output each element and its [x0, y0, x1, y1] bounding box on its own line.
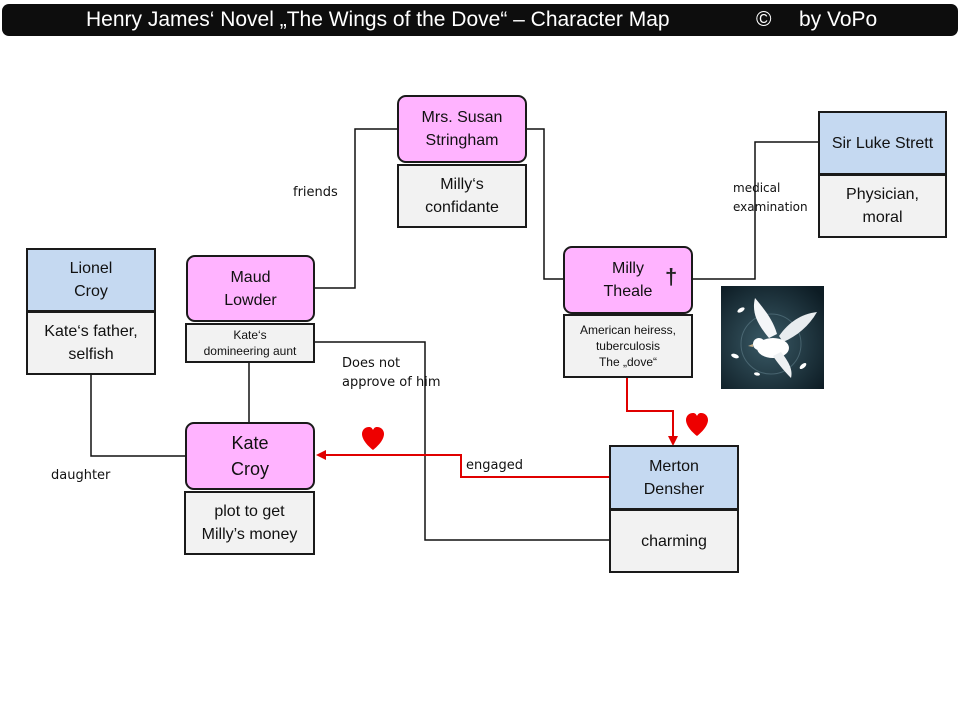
- merton-desc: charming: [641, 532, 707, 550]
- disapproval-label: Does not approve of him: [342, 356, 441, 390]
- friends-connector: [314, 128, 398, 289]
- lionel-name-box: Lionel Croy: [26, 248, 156, 312]
- copyright-icon: ©: [756, 8, 772, 31]
- luke-name-box: Sir Luke Strett: [818, 111, 947, 175]
- kate-desc: plot to get Milly’s money: [201, 503, 298, 543]
- daughter-label: daughter: [51, 468, 111, 483]
- white-dove-image: [721, 286, 824, 389]
- daughter-connector: [90, 374, 185, 457]
- stringham-name: Mrs. Susan Stringham: [421, 109, 503, 149]
- luke-name: Sir Luke Strett: [831, 134, 934, 152]
- luke-desc: Physician, moral: [846, 186, 919, 226]
- page-title: Henry James‘ Novel „The Wings of the Dov…: [86, 8, 670, 31]
- maud-desc-box: Kate‘s domineering aunt: [185, 323, 315, 363]
- kate-name: Kate Croy: [230, 433, 269, 479]
- stringham-name-box: Mrs. Susan Stringham: [397, 95, 527, 163]
- friends-label: friends: [293, 185, 338, 200]
- heart-icon: [362, 427, 384, 450]
- stringham-milly-connector: [526, 128, 564, 280]
- medical-label: medical examination: [733, 181, 808, 214]
- kate-desc-box: plot to get Milly’s money: [184, 491, 315, 555]
- maud-desc: Kate‘s domineering aunt: [203, 328, 297, 358]
- milly-name: Milly Theale: [603, 260, 653, 300]
- merton-desc-box: charming: [609, 509, 739, 573]
- merton-name: Merton Densher: [643, 457, 705, 498]
- heart-icon: [686, 413, 708, 436]
- stringham-desc-box: Milly‘s confidante: [397, 164, 527, 228]
- merton-name-box: Merton Densher: [609, 445, 739, 510]
- milly-desc-box: American heiress, tuberculosis The „dove…: [563, 314, 693, 378]
- engaged-label: engaged: [466, 458, 523, 473]
- author-credit: by VoPo: [799, 8, 878, 31]
- engaged-arrow: [316, 450, 609, 478]
- dagger-cross-icon: †: [665, 264, 678, 289]
- title-bar: Henry James‘ Novel „The Wings of the Dov…: [2, 4, 958, 36]
- medical-connector: [692, 141, 819, 280]
- disapproval-connector: [314, 341, 609, 541]
- lionel-name: Lionel Croy: [69, 260, 113, 300]
- stringham-desc: Milly‘s confidante: [425, 176, 499, 216]
- milly-desc: American heiress, tuberculosis The „dove…: [579, 323, 677, 369]
- milly-merton-arrow: [626, 378, 678, 446]
- maud-name: Maud Lowder: [224, 268, 277, 309]
- lionel-desc-box: Kate‘s father, selfish: [26, 311, 156, 375]
- milly-name-box: Milly Theale: [563, 246, 693, 314]
- maud-name-box: Maud Lowder: [186, 255, 315, 322]
- luke-desc-box: Physician, moral: [818, 174, 947, 238]
- lionel-desc: Kate‘s father, selfish: [44, 323, 138, 363]
- kate-name-box: Kate Croy: [185, 422, 315, 490]
